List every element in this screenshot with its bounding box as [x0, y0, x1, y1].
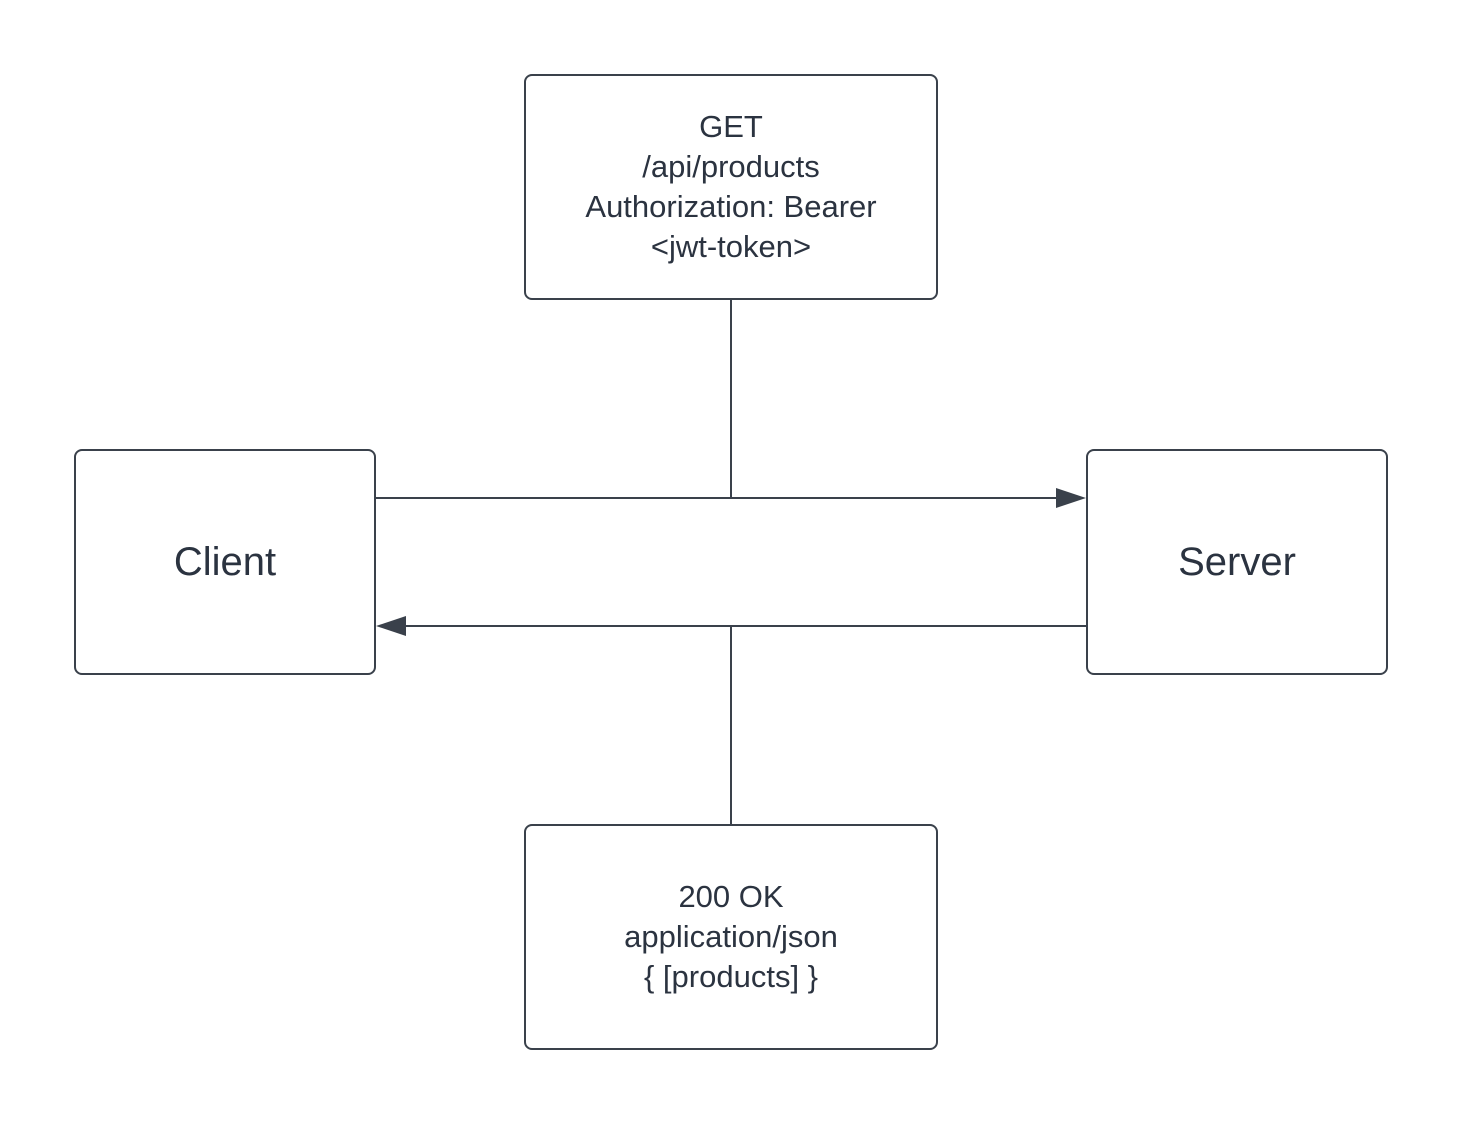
client-box: Client	[74, 449, 376, 675]
request-path: /api/products	[642, 149, 820, 184]
request-box: GET /api/products Authorization: Bearer …	[524, 74, 938, 300]
response-arrowhead	[376, 616, 406, 636]
response-body: { [products] }	[643, 959, 819, 994]
response-content-type: application/json	[624, 919, 838, 954]
request-token: <jwt-token>	[650, 229, 812, 264]
request-auth-header: Authorization: Bearer	[585, 189, 877, 224]
response-status: 200 OK	[678, 879, 784, 914]
server-box: Server	[1086, 449, 1388, 675]
request-method: GET	[699, 109, 763, 144]
server-label: Server	[1178, 539, 1296, 584]
response-box: 200 OK application/json { [products] }	[524, 824, 938, 1050]
client-label: Client	[173, 539, 277, 584]
request-arrowhead	[1056, 488, 1086, 508]
